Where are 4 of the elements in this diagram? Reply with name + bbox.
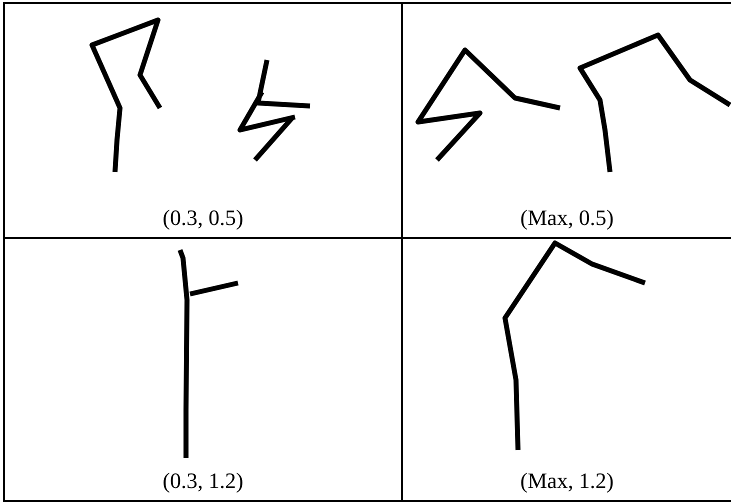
cell-caption: (0.3, 1.2) [162, 468, 244, 494]
cell-caption: (Max, 0.5) [520, 205, 614, 231]
cell-caption: (Max, 1.2) [520, 468, 614, 494]
cell-caption: (0.3, 0.5) [162, 205, 244, 231]
